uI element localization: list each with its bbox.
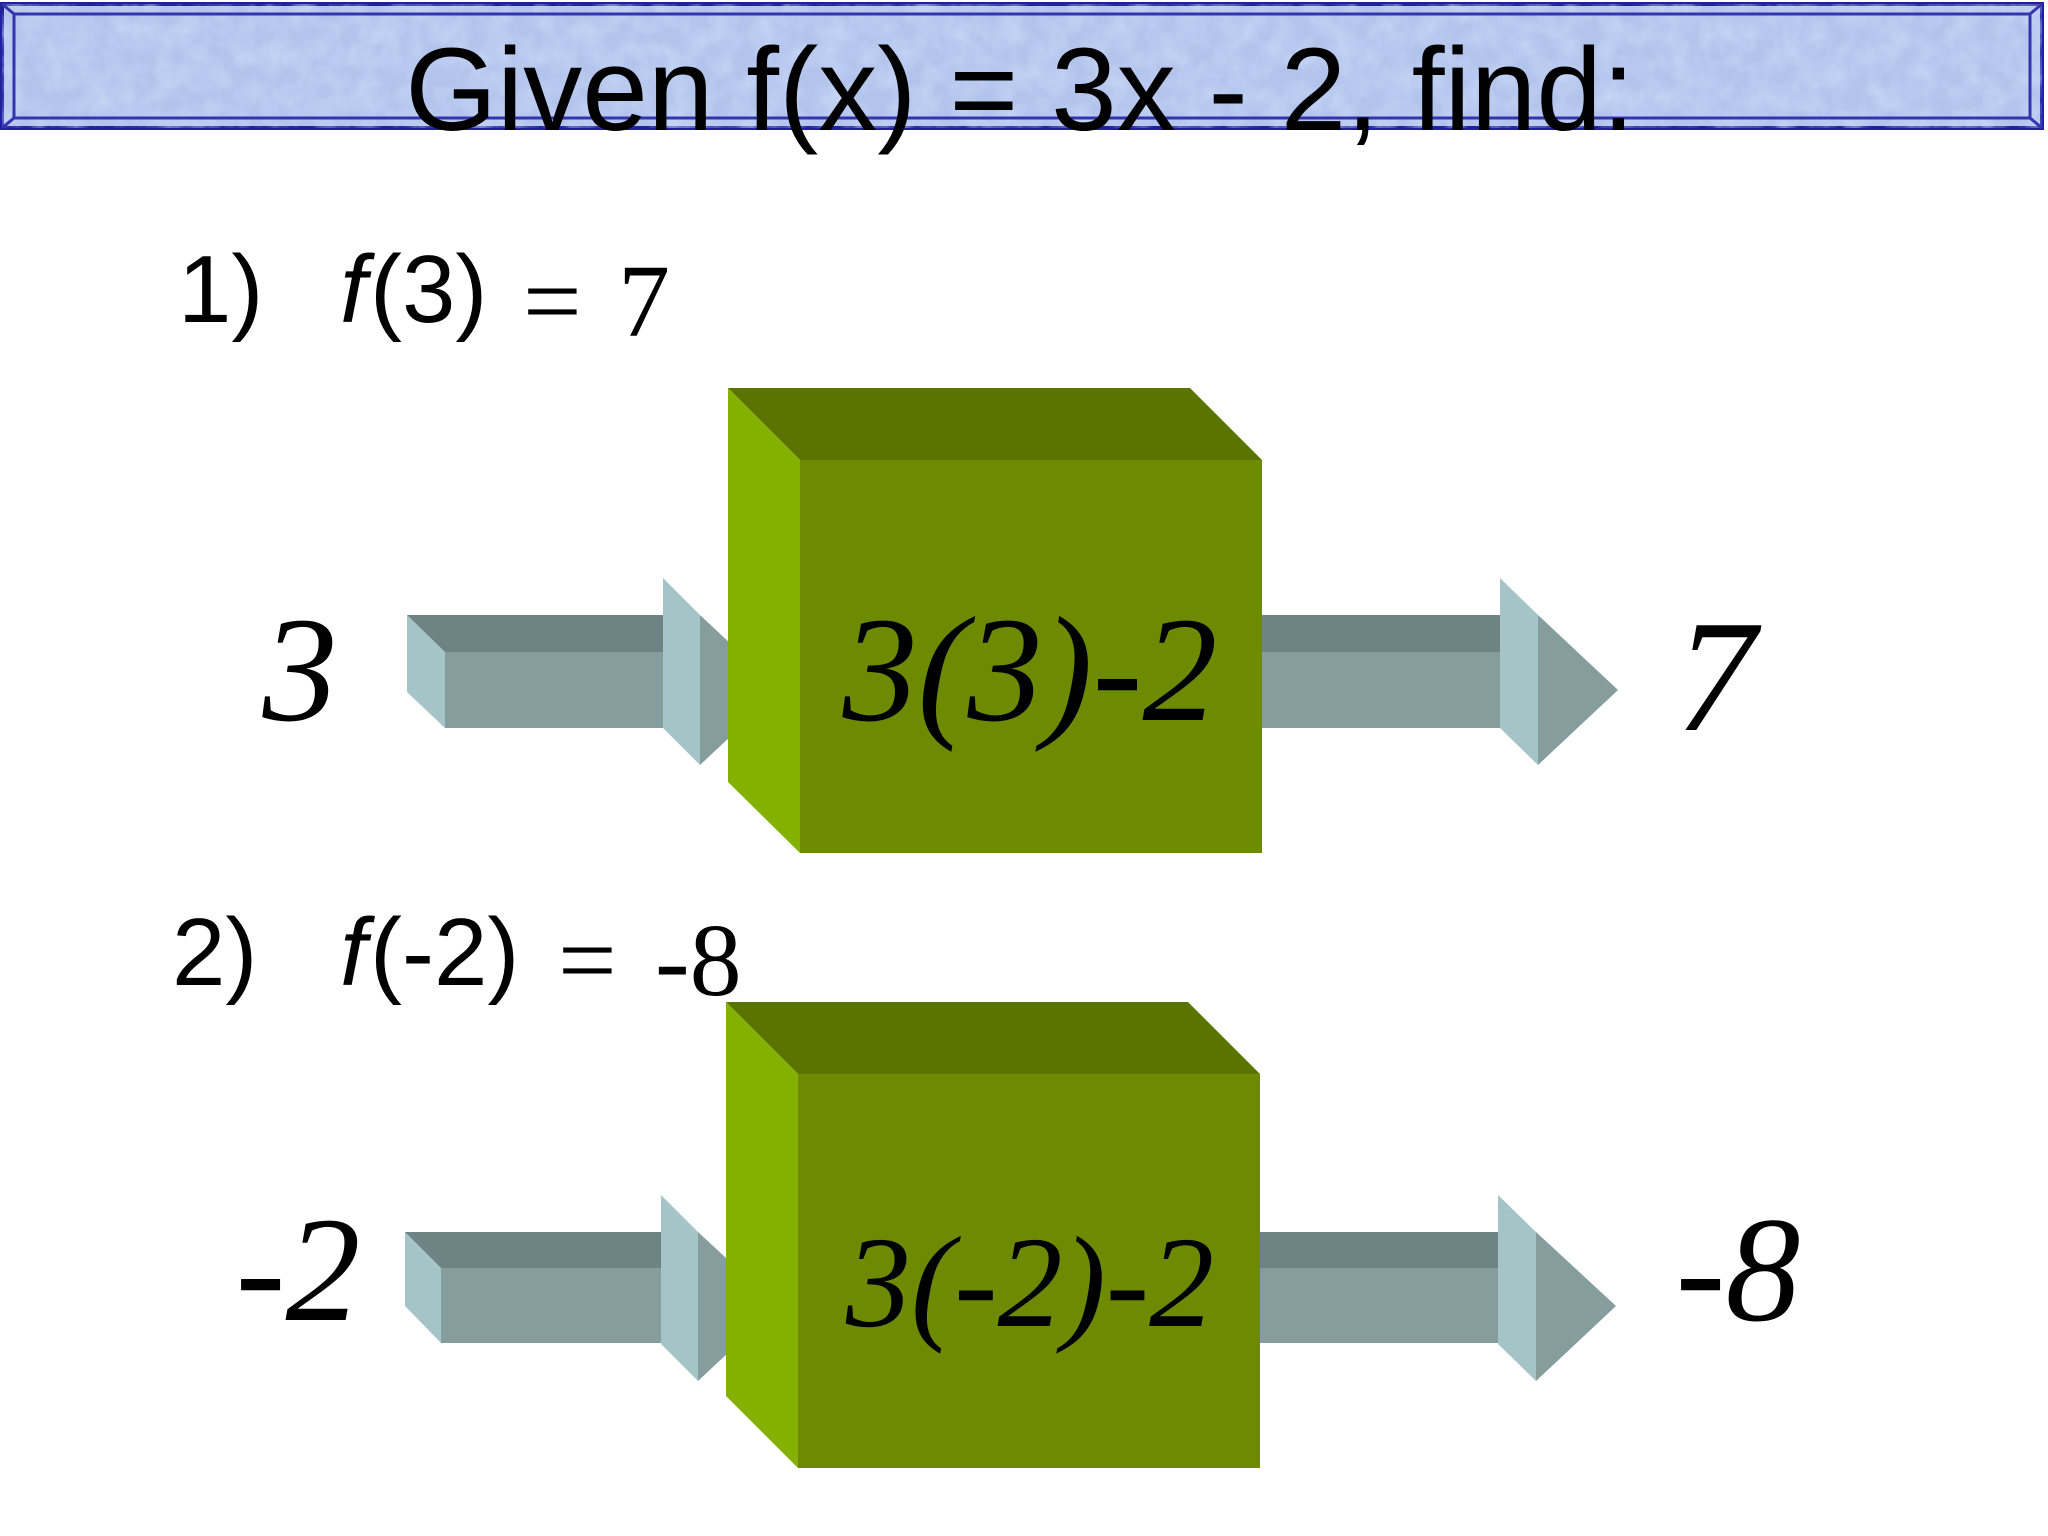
function-machine-box: 3(-2)-2 xyxy=(726,1002,1260,1468)
problem-2-expression: 3(-2)-2 xyxy=(845,1211,1214,1355)
problem-1-answer: 7 xyxy=(618,244,670,359)
page-title: Given f(x) = 3x - 2, find: xyxy=(405,24,1635,156)
problem-1-number: 1) xyxy=(178,236,263,343)
title-banner: Given f(x) = 3x - 2, find: xyxy=(0,2,2044,156)
problem-2-answer: -8 xyxy=(655,903,742,1018)
problem-2-number: 2) xyxy=(172,899,257,1006)
output-arrow-icon xyxy=(1262,578,1618,765)
input-arrow-icon xyxy=(405,1195,778,1381)
problem-1-expression: 3(3)-2 xyxy=(842,587,1218,753)
problem-1-input-value: 3 xyxy=(262,587,338,753)
input-arrow-icon xyxy=(407,578,780,765)
problem-2-output-value: -8 xyxy=(1676,1187,1801,1353)
problem-2: 2) f (-2) = -8 -2 3(-2)-2 -8 xyxy=(172,899,1800,1468)
problem-2-input-value: -2 xyxy=(236,1187,361,1353)
problem-1: 1) f (3) = 7 3 3(3)-2 7 xyxy=(178,236,1762,853)
output-arrow-icon xyxy=(1260,1195,1616,1381)
problem-1-equals: = xyxy=(523,244,582,359)
problem-1-argument: (3) xyxy=(370,236,487,343)
problem-1-output-value: 7 xyxy=(1676,587,1762,765)
function-machine-box: 3(3)-2 xyxy=(728,388,1262,853)
problem-2-equals: = xyxy=(558,903,617,1018)
problem-2-argument: (-2) xyxy=(370,899,519,1006)
